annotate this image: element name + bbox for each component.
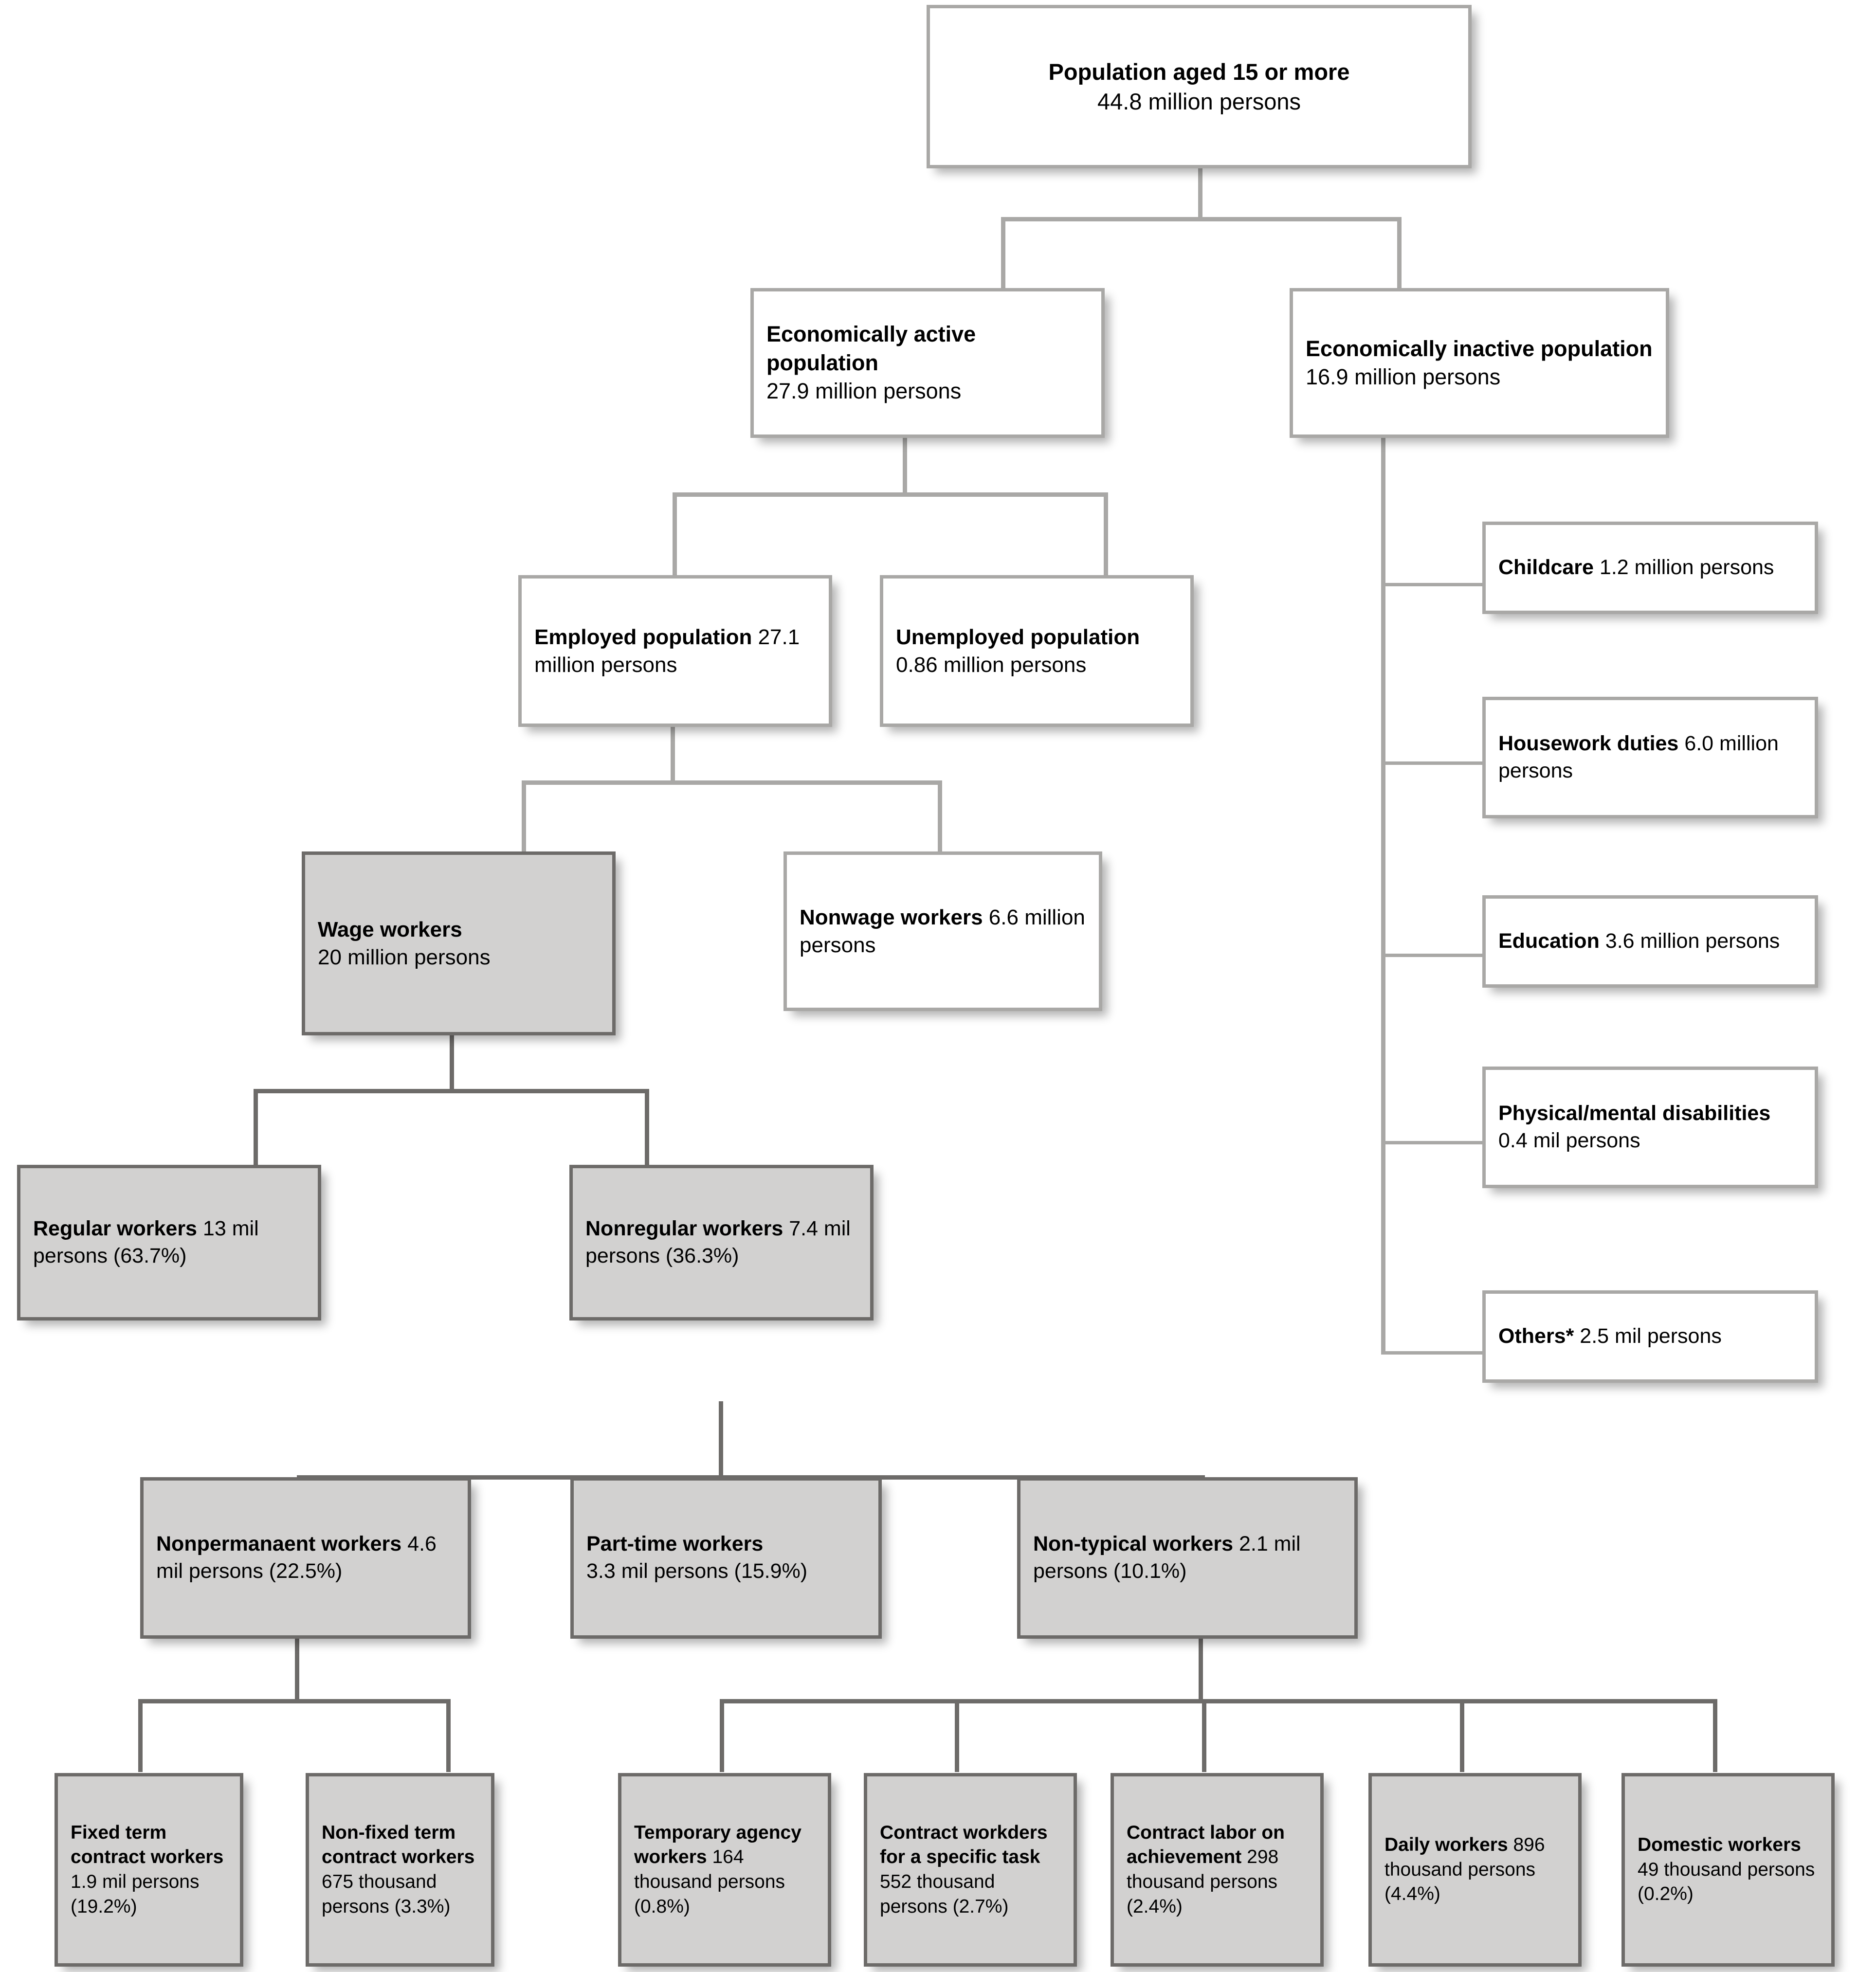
node-nonfixedterm-text: Non-fixed term contract workers 675 thou… — [322, 1822, 475, 1917]
node-fixedterm-text: Fixed term contract workers 1.9 mil pers… — [71, 1822, 224, 1917]
node-daily-workers[interactable]: Daily workers 896 thousand persons (4.4%… — [1368, 1773, 1582, 1967]
node-parttime-label: Part-time workers — [586, 1532, 764, 1556]
node-fixed-term-contract-workers[interactable]: Fixed term contract workers 1.9 mil pers… — [55, 1773, 243, 1967]
connector-wage-nonregular — [645, 1089, 649, 1166]
node-contract-labor-on-achievement[interactable]: Contract labor on achievement 298 thousa… — [1111, 1773, 1324, 1967]
connector-active-employed — [673, 492, 677, 576]
node-root-value: 44.8 million persons — [1097, 89, 1301, 114]
node-inactive-label: Economically inactive population — [1306, 336, 1653, 361]
connector-rail-disabilities — [1381, 1141, 1486, 1144]
node-tempagency-text: Temporary agency workers 164 thousand pe… — [634, 1822, 801, 1917]
connector-root-bar — [1001, 217, 1402, 221]
node-economically-active[interactable]: Economically active population 27.9 mill… — [750, 288, 1105, 438]
node-temporary-agency-workers[interactable]: Temporary agency workers 164 thousand pe… — [618, 1773, 831, 1967]
connector-employed-stem — [671, 726, 675, 784]
node-daily-text: Daily workers 896 thousand persons (4.4%… — [1384, 1834, 1545, 1905]
node-economically-inactive[interactable]: Economically inactive population 16.9 mi… — [1290, 288, 1669, 438]
connector-nontypical-stem — [1199, 1628, 1203, 1703]
node-parttime-value: 3.3 mil persons (15.9%) — [586, 1559, 808, 1583]
connector-nonpermanent-fixedterm — [138, 1699, 143, 1772]
connector-rail-housework — [1381, 761, 1486, 765]
node-housework-text: Housework duties 6.0 million persons — [1498, 732, 1779, 782]
connector-employed-wage — [522, 780, 526, 852]
node-contract-workers-specific-task[interactable]: Contract workders for a specific task 55… — [864, 1773, 1077, 1967]
connector-rail-education — [1381, 954, 1486, 957]
node-nonwage-workers[interactable]: Nonwage workers 6.6 million persons — [783, 851, 1102, 1011]
node-childcare[interactable]: Childcare 1.2 million persons — [1482, 522, 1818, 614]
connector-nontypical-daily — [1460, 1699, 1464, 1772]
node-active-label: Economically active population — [766, 322, 976, 375]
node-non-fixed-term-contract-workers[interactable]: Non-fixed term contract workers 675 thou… — [306, 1773, 494, 1967]
node-root-label: Population aged 15 or more — [1048, 58, 1350, 85]
node-nonpermanent-text: Nonpermanaent workers 4.6 mil persons (2… — [156, 1532, 437, 1583]
node-parttime-workers[interactable]: Part-time workers 3.3 mil persons (15.9%… — [570, 1477, 882, 1639]
node-employed-population[interactable]: Employed population 27.1 million persons — [518, 575, 832, 727]
connector-nontypical-tempagency — [720, 1699, 724, 1772]
connector-nontypical-domestic — [1713, 1699, 1717, 1772]
node-wage-workers[interactable]: Wage workers 20 million persons — [302, 851, 616, 1035]
node-domestic-workers[interactable]: Domestic workers 49 thousand persons (0.… — [1621, 1773, 1835, 1967]
node-others-text: Others* 2.5 mil persons — [1498, 1324, 1722, 1348]
node-contracttask-text: Contract workders for a specific task 55… — [880, 1822, 1048, 1917]
node-contractachieve-text: Contract labor on achievement 298 thousa… — [1127, 1822, 1285, 1917]
connector-wage-stem — [450, 1035, 454, 1093]
node-others[interactable]: Others* 2.5 mil persons — [1482, 1290, 1818, 1383]
connector-employed-nonwage — [938, 780, 942, 852]
connector-wage-regular — [254, 1089, 258, 1166]
connector-root-stem — [1198, 164, 1202, 221]
node-wage-value: 20 million persons — [318, 945, 491, 969]
node-housework-duties[interactable]: Housework duties 6.0 million persons — [1482, 697, 1818, 818]
connector-wage-bar — [254, 1089, 649, 1093]
node-regular-workers[interactable]: Regular workers 13 mil persons (63.7%) — [17, 1165, 321, 1321]
connector-rail-childcare — [1381, 583, 1486, 586]
connector-nonpermanent-stem — [295, 1628, 299, 1703]
node-nonwage-text: Nonwage workers 6.6 million persons — [800, 905, 1085, 957]
node-domestic-text: Domestic workers 49 thousand persons (0.… — [1638, 1834, 1815, 1905]
connector-nontypical-contracttask — [955, 1699, 959, 1772]
connector-root-inactive — [1397, 217, 1402, 289]
node-disabilities-text: Physical/mental disabilities 0.4 mil per… — [1498, 1102, 1771, 1152]
connector-active-bar — [673, 492, 1108, 497]
node-root[interactable]: Population aged 15 or more 44.8 million … — [927, 5, 1472, 168]
node-unemployed-text: Unemployed population 0.86 million perso… — [896, 625, 1140, 677]
node-unemployed-population[interactable]: Unemployed population 0.86 million perso… — [880, 575, 1194, 727]
connector-employed-bar — [522, 780, 942, 785]
node-physical-mental-disabilities[interactable]: Physical/mental disabilities 0.4 mil per… — [1482, 1067, 1818, 1188]
node-education-text: Education 3.6 million persons — [1498, 929, 1780, 953]
node-nonpermanent-workers[interactable]: Nonpermanaent workers 4.6 mil persons (2… — [140, 1477, 471, 1639]
node-wage-label: Wage workers — [318, 917, 462, 941]
node-nontypical-text: Non-typical workers 2.1 mil persons (10.… — [1033, 1532, 1301, 1583]
connector-active-unemployed — [1104, 492, 1108, 576]
connector-nontypical-bar — [720, 1699, 1717, 1703]
node-childcare-text: Childcare 1.2 million persons — [1498, 556, 1774, 579]
connector-nonregular-stem — [719, 1401, 723, 1479]
connector-root-active — [1001, 217, 1005, 289]
node-active-value: 27.9 million persons — [766, 379, 962, 404]
connector-active-stem — [903, 438, 907, 496]
connector-nontypical-contractachieve — [1202, 1699, 1206, 1772]
node-nonregular-workers[interactable]: Nonregular workers 7.4 mil persons (36.3… — [569, 1165, 874, 1321]
node-education[interactable]: Education 3.6 million persons — [1482, 895, 1818, 988]
connector-nonpermanent-nonfixedterm — [446, 1699, 451, 1772]
node-regular-text: Regular workers 13 mil persons (63.7%) — [33, 1217, 259, 1267]
connector-rail-others — [1381, 1351, 1486, 1355]
connector-nonpermanent-bar — [138, 1699, 451, 1703]
node-inactive-value: 16.9 million persons — [1306, 364, 1501, 389]
connector-inactive-stem — [1381, 435, 1385, 1355]
node-employed-text: Employed population 27.1 million persons — [534, 625, 800, 677]
node-nonregular-text: Nonregular workers 7.4 mil persons (36.3… — [585, 1217, 851, 1267]
node-nontypical-workers[interactable]: Non-typical workers 2.1 mil persons (10.… — [1017, 1477, 1358, 1639]
